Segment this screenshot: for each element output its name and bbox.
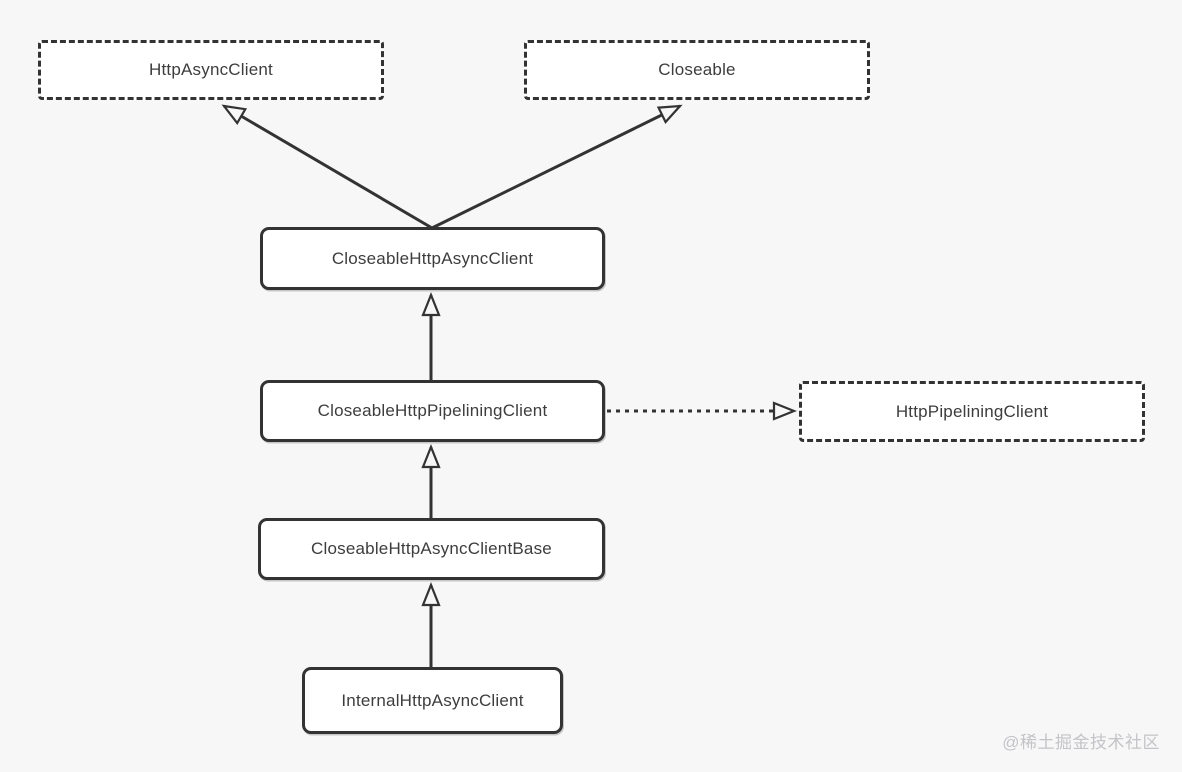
node-label: CloseableHttpPipeliningClient	[317, 401, 548, 420]
class-node-closeablehttpasyncclient: CloseableHttpAsyncClient	[260, 227, 605, 290]
interface-node-httpasyncclient: HttpAsyncClient	[38, 40, 384, 100]
class-node-internalhttpasyncclient: InternalHttpAsyncClient	[302, 667, 563, 734]
watermark: @稀土掘金技术社区	[1002, 733, 1160, 752]
node-label: CloseableHttpAsyncClient	[331, 248, 534, 268]
interface-node-closeable: Closeable	[524, 40, 870, 100]
edge-closeablehttpasyncclient-to-closeable	[431, 104, 683, 230]
node-label: InternalHttpAsyncClient	[341, 690, 524, 710]
interface-node-httppipeliningclient: HttpPipeliningClient	[799, 381, 1145, 442]
node-label: HttpAsyncClient	[149, 60, 273, 79]
class-node-closeablehttpasyncclientbase: CloseableHttpAsyncClientBase	[258, 518, 605, 580]
node-label: CloseableHttpAsyncClientBase	[311, 539, 552, 558]
class-node-closeablehttppipeliningclient: CloseableHttpPipeliningClient	[260, 380, 605, 442]
node-label: HttpPipeliningClient	[895, 401, 1049, 421]
edge-closeablehttpasyncclient-to-httpasyncclient	[221, 104, 433, 230]
node-label: Closeable	[658, 60, 736, 79]
